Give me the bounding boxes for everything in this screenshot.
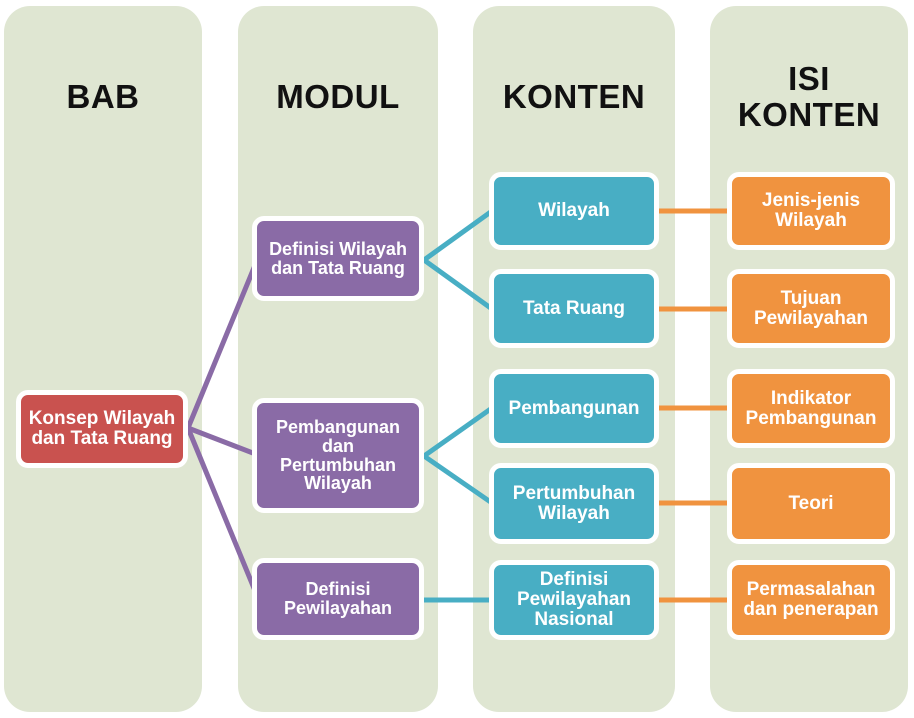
column-title-isi-konten-line1: ISI (788, 60, 830, 97)
column-title-isi-konten-line2: KONTEN (737, 96, 881, 133)
node-label: Definisi Pewilayahan (283, 579, 393, 618)
node-konten-pembangunan[interactable]: Pembangunan (489, 369, 659, 448)
node-label: Tata Ruang (522, 297, 626, 319)
node-isi-teori[interactable]: Teori (727, 463, 895, 544)
node-isi-jenis-jenis-wilayah[interactable]: Jenis-jenis Wilayah (727, 172, 895, 250)
node-label: Definisi Pewilayahan Nasional (516, 569, 632, 630)
node-isi-indikator-pembangunan[interactable]: Indikator Pembangunan (727, 369, 895, 448)
node-label: Tujuan Pewilayahan (753, 287, 869, 329)
node-modul-definisi-pewilayahan[interactable]: Definisi Pewilayahan (252, 558, 424, 640)
column-title-isi-konten: ISI KONTEN (710, 61, 908, 133)
node-konten-definisi-pewilayahan-nasional[interactable]: Definisi Pewilayahan Nasional (489, 560, 659, 640)
node-label: Permasalahan dan penerapan (743, 579, 879, 620)
column-panel-bab (4, 6, 202, 712)
node-konten-pertumbuhan-wilayah[interactable]: Pertumbuhan Wilayah (489, 463, 659, 544)
node-label: Teori (788, 492, 834, 514)
node-isi-tujuan-pewilayahan[interactable]: Tujuan Pewilayahan (727, 269, 895, 348)
node-label: Wilayah (538, 200, 610, 222)
node-label: Konsep Wilayah dan Tata Ruang (28, 408, 176, 449)
node-modul-definisi-wilayah-dan-tata-ruang[interactable]: Definisi Wilayah dan Tata Ruang (252, 216, 424, 301)
node-label: Pertumbuhan Wilayah (512, 482, 636, 524)
node-label: Pembangunan (508, 397, 640, 419)
node-isi-permasalahan-dan-penerapan[interactable]: Permasalahan dan penerapan (727, 560, 895, 640)
node-modul-pembangunan-dan-pertumbuhan-wilayah[interactable]: Pembangunan dan Pertumbuhan Wilayah (252, 398, 424, 513)
node-label: Pembangunan dan Pertumbuhan Wilayah (275, 416, 400, 494)
node-konten-tata-ruang[interactable]: Tata Ruang (489, 269, 659, 348)
column-title-konten: KONTEN (502, 78, 646, 115)
column-title-modul: MODUL (276, 78, 400, 115)
node-label: Jenis-jenis Wilayah (761, 190, 861, 231)
node-konten-wilayah[interactable]: Wilayah (489, 172, 659, 250)
column-title-bab: BAB (66, 78, 140, 115)
node-label: Definisi Wilayah dan Tata Ruang (269, 238, 407, 278)
node-label: Indikator Pembangunan (745, 387, 877, 429)
node-bab-konsep-wilayah-dan-tata-ruang[interactable]: Konsep Wilayah dan Tata Ruang (16, 390, 188, 468)
